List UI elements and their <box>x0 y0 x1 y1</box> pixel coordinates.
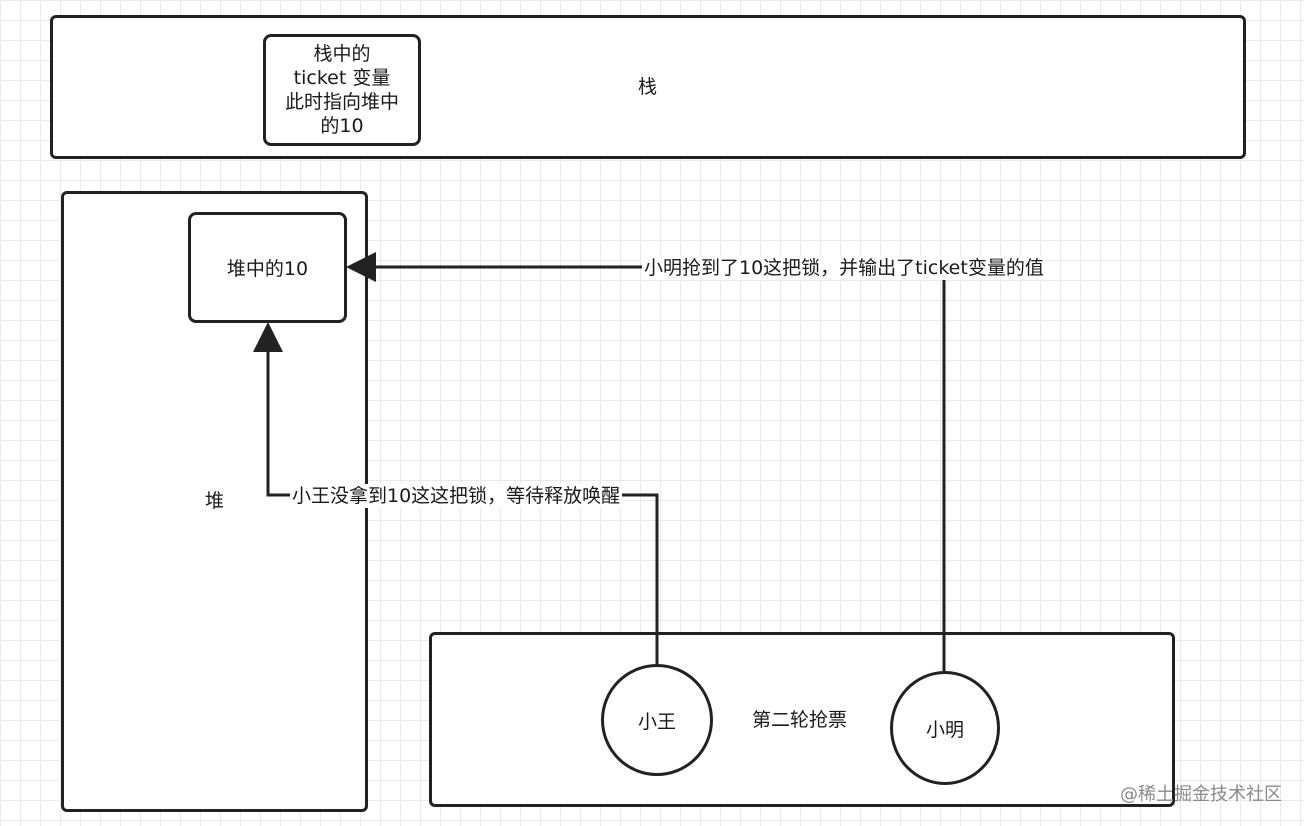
stack-label: 栈 <box>638 76 658 98</box>
heap-object-box: 堆中的10 <box>188 212 347 323</box>
xiaowang-edge-label: 小王没拿到10这这把锁，等待释放唤醒 <box>290 484 623 508</box>
round-region <box>429 632 1175 807</box>
person-xiaoming-node: 小明 <box>890 671 1000 785</box>
person-xiaowang-label: 小王 <box>637 710 676 733</box>
stack-variable-box: 栈中的 ticket 变量 此时指向堆中 的10 <box>263 34 421 146</box>
person-xiaowang-node: 小王 <box>601 664 713 776</box>
person-xiaoming-label: 小明 <box>925 718 964 741</box>
watermark: @稀土掘金技术社区 <box>1120 784 1282 805</box>
heap-object-label: 堆中的10 <box>226 258 309 280</box>
heap-label: 堆 <box>205 490 225 512</box>
xiaoming-arrow <box>346 252 946 671</box>
xiaoming-edge-label: 小明抢到了10这把锁，并输出了ticket变量的值 <box>642 256 1046 280</box>
stack-region <box>50 15 1246 159</box>
round-label: 第二轮抢票 <box>752 709 848 731</box>
